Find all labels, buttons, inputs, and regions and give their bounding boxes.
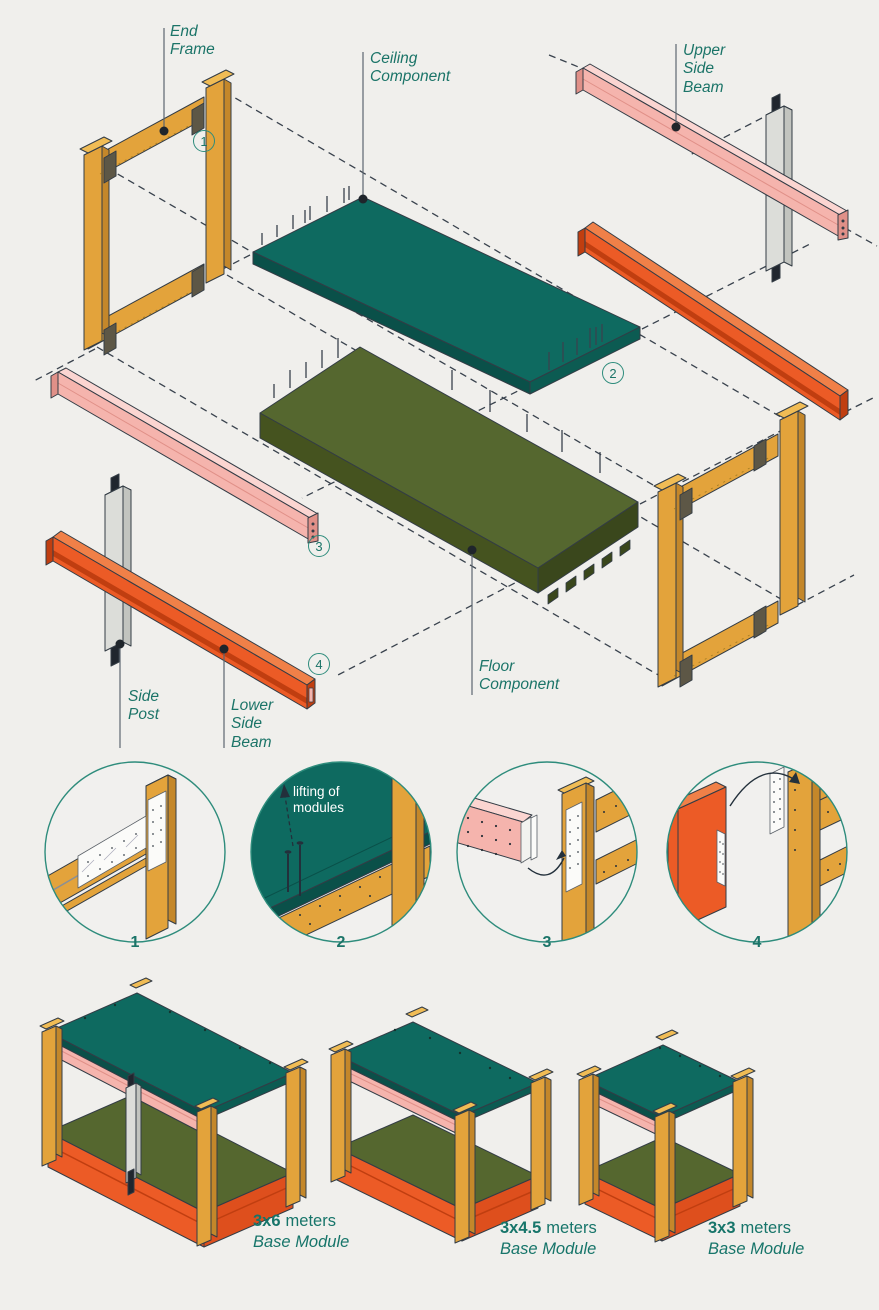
lower-side-beam-orange (45, 530, 316, 710)
step-marker-4: 4 (308, 653, 330, 675)
detail-circle-1-ring (44, 761, 226, 943)
label-lifting-of-modules: lifting of modules (293, 784, 345, 815)
label-floor-component: Floor Component (479, 658, 560, 694)
step-marker-2: 2 (602, 362, 624, 384)
module-unit: meters (740, 1219, 791, 1237)
curved-arrow-icon (527, 850, 566, 876)
curved-arrow-icon (729, 772, 800, 807)
module-unit: meters (546, 1219, 597, 1237)
detail-circle-3-ring (456, 761, 638, 943)
upper-side-beam (575, 63, 849, 241)
module-name: Base Module (500, 1240, 597, 1259)
module-3x6 (39, 977, 309, 1248)
module-3x3 (576, 1029, 756, 1243)
label-lower-side-beam: Lower Side Beam (231, 697, 274, 751)
step-marker-1: 1 (193, 130, 215, 152)
detail-circle-1 (45, 774, 177, 940)
lower-side-beam-pink (50, 367, 319, 544)
lifting-arrow-icon (280, 784, 294, 847)
detail-number-1: 1 (130, 934, 140, 951)
module-size: 3x3 (708, 1219, 736, 1237)
end-frame-right (653, 401, 809, 688)
leader-lines (115, 28, 681, 748)
end-frame-left (79, 69, 235, 356)
module-name: Base Module (253, 1233, 350, 1252)
step-marker-3: 3 (308, 535, 330, 557)
module-3x4-5 (328, 1006, 554, 1244)
module-unit: meters (285, 1212, 336, 1230)
detail-number-3: 3 (542, 934, 552, 951)
label-ceiling-component: Ceiling Component (370, 50, 451, 86)
guide-lines (31, 54, 878, 677)
label-end-frame: End Frame (170, 23, 215, 59)
detail-circle-2-ring (250, 761, 432, 943)
detail-circle-4-ring (666, 761, 848, 943)
floor-panel (259, 338, 639, 605)
ceiling-panel (252, 186, 641, 395)
upper-side-beam-orange (577, 221, 849, 421)
module-name: Base Module (708, 1240, 805, 1259)
detail-number-2: 2 (336, 934, 346, 951)
label-side-post: Side Post (128, 688, 160, 724)
module-size: 3x6 (253, 1212, 281, 1230)
label-upper-side-beam: Upper Side Beam (683, 42, 726, 96)
detail-circle-3-bg (457, 762, 637, 942)
detail-circle-4 (667, 762, 847, 942)
detail-number-4: 4 (752, 934, 762, 951)
module-size: 3x4.5 (500, 1219, 542, 1237)
